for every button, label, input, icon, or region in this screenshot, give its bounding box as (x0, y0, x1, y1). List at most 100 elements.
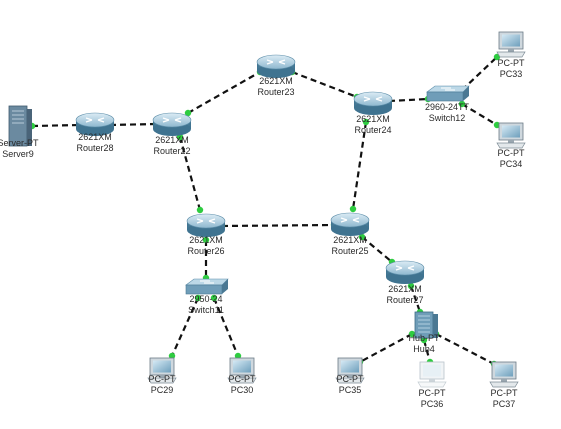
link-router27-hub4 (409, 285, 422, 313)
link-hub4-pc35 (359, 333, 413, 363)
port-status-dot (358, 233, 366, 241)
link-switch12-pc33 (461, 56, 498, 91)
port-status-dot (202, 236, 210, 244)
port-status-dot (184, 109, 192, 117)
links-layer (31, 56, 498, 365)
device-name-label: Router26 (187, 246, 224, 256)
port-status-dot (458, 100, 466, 108)
device-name-label: PC33 (500, 69, 523, 79)
port-status-dot (168, 352, 176, 360)
device-model-label: PC-PT (337, 374, 365, 384)
pc-icon (417, 361, 447, 388)
router-icon (186, 213, 226, 238)
device-model-label: PC-PT (229, 374, 257, 384)
device-name-label: Switch12 (429, 113, 466, 123)
link-router22-router23 (187, 71, 261, 114)
link-router25-router27 (361, 236, 393, 263)
device-model-label: 2621XM (155, 135, 189, 145)
device-model-label: PC-PT (149, 374, 177, 384)
device-model-label: PC-PT (419, 388, 447, 398)
port-status-dot (210, 294, 218, 302)
link-router24-switch12 (388, 97, 429, 103)
device-name-label: Router24 (354, 125, 391, 135)
device-name-label: PC36 (421, 399, 444, 409)
device-name-label: PC37 (493, 399, 516, 409)
device-model-label: Hub-PT (408, 333, 440, 343)
link-switch11-pc29 (170, 297, 200, 357)
device-name-label: Hub4 (413, 344, 435, 354)
device-model-label: 2621XM (189, 235, 223, 245)
switch-icon (426, 85, 470, 102)
switch-icon (185, 278, 229, 295)
pc-icon (496, 122, 526, 149)
devices-layer: Server-PTServer92621XMRouter282621XMRout… (0, 31, 526, 409)
device-model-label: PC-PT (491, 388, 519, 398)
port-status-dot (408, 330, 416, 338)
port-status-dot (349, 205, 357, 213)
router-icon (353, 91, 393, 116)
port-status-dot (234, 352, 242, 360)
device-name-label: PC30 (231, 385, 254, 395)
device-name-label: Router23 (257, 87, 294, 97)
router-icon (152, 112, 192, 137)
router-icon (385, 260, 425, 285)
device-name-label: Switch11 (188, 305, 224, 315)
link-router23-router24 (291, 70, 358, 99)
link-hub4-pc36 (422, 339, 432, 363)
device-model-label: 2621XM (388, 284, 422, 294)
port-status-dot (493, 121, 501, 129)
pc-icon (489, 361, 519, 388)
link-router24-router25 (351, 121, 368, 210)
device-model-label: 2621XM (259, 76, 293, 86)
device-model-label: 2621XM (333, 235, 367, 245)
link-switch12-pc34 (461, 103, 498, 126)
port-status-dot (407, 282, 415, 290)
device-model-label: Server-PT (0, 138, 39, 148)
link-server9-router28 (31, 123, 81, 128)
device-name-label: Router28 (76, 143, 113, 153)
router-icon (330, 212, 370, 237)
device-model-label: 2621XM (356, 114, 390, 124)
port-status-dot (362, 118, 370, 126)
device-model-label: 2621XM (78, 132, 112, 142)
port-status-dot (493, 53, 501, 61)
device-name-label: Server9 (2, 149, 34, 159)
pc-icon (496, 31, 526, 58)
device-name-label: Router27 (386, 295, 423, 305)
device-name-label: Router25 (331, 246, 368, 256)
port-status-dot (196, 206, 204, 214)
router-icon (256, 54, 296, 79)
link-router22-router26 (178, 136, 202, 211)
link-switch11-pc30 (212, 297, 240, 357)
device-model-label: PC-PT (498, 58, 526, 68)
device-name-label: PC29 (151, 385, 174, 395)
device-model-label: 2960-24TT (425, 102, 470, 112)
device-name-label: PC35 (339, 385, 362, 395)
device-name-label: Router22 (153, 146, 190, 156)
link-router28-router22 (109, 122, 157, 127)
device-name-label: PC34 (500, 159, 523, 169)
link-router26-router25 (221, 223, 335, 228)
port-status-dot (194, 294, 202, 302)
device-model-label: 2950-24 (189, 294, 222, 304)
